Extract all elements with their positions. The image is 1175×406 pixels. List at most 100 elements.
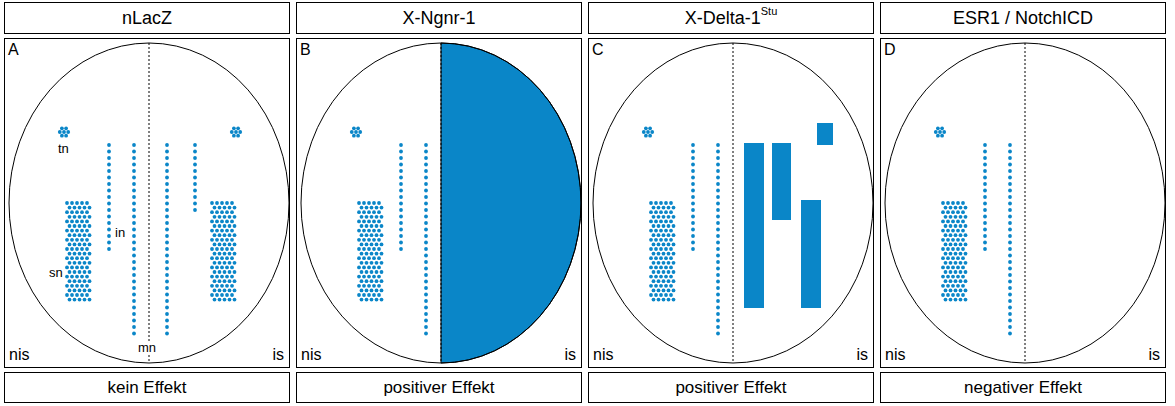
cell-dot — [659, 284, 663, 288]
header-box: X-Delta-1Stu — [588, 2, 874, 34]
cell-dot — [220, 238, 224, 242]
cell-dot — [716, 221, 720, 225]
expanded-domain — [817, 123, 833, 145]
cell-dot — [983, 215, 987, 219]
midline — [149, 43, 150, 363]
cell-dot — [132, 163, 136, 167]
cell-dot — [213, 270, 217, 274]
cell-dot — [107, 247, 111, 251]
cell-dot — [78, 252, 82, 256]
cell-dot — [78, 233, 82, 237]
cell-dot — [230, 238, 234, 242]
cell-dot — [107, 228, 111, 232]
cell-dot — [954, 298, 958, 302]
cell-dot — [370, 206, 374, 210]
cell-dot — [68, 215, 72, 219]
cell-dot — [70, 220, 74, 224]
cell-dot — [375, 224, 379, 228]
cell-dot — [946, 284, 950, 288]
header-box: nLacZ — [4, 2, 290, 34]
cell-dot — [424, 189, 428, 193]
cell-dot — [223, 224, 227, 228]
cell-dot — [983, 228, 987, 232]
cell-dot — [652, 206, 656, 210]
cell-dot — [716, 293, 720, 297]
cell-dot — [70, 284, 74, 288]
cell-dot — [424, 273, 428, 277]
cell-dot — [942, 130, 946, 134]
cell-dot — [951, 247, 955, 251]
cell-dot — [357, 210, 361, 214]
cell-dot — [946, 256, 950, 260]
cell-dot — [664, 220, 668, 224]
cell-dot — [669, 293, 673, 297]
cell-dot — [80, 284, 84, 288]
cell-dot — [377, 210, 381, 214]
cell-dot — [424, 280, 428, 284]
cell-dot — [78, 289, 82, 293]
cell-dot — [954, 289, 958, 293]
cell-dot — [367, 220, 371, 224]
cell-dot — [941, 229, 945, 233]
cell-dot — [954, 224, 958, 228]
cell-dot — [367, 266, 371, 270]
cell-dot — [233, 298, 237, 302]
panel-letter: D — [884, 42, 896, 58]
cell-dot — [132, 306, 136, 310]
cell-dot — [940, 126, 944, 130]
cell-dot — [424, 143, 428, 147]
cell-dot — [223, 215, 227, 219]
cell-dot — [215, 275, 219, 279]
cell-dot — [657, 298, 661, 302]
cell-dot — [716, 267, 720, 271]
cell-dot — [372, 238, 376, 242]
cell-dot — [107, 176, 111, 180]
cell-dot — [215, 293, 219, 297]
cell-dot — [399, 182, 403, 186]
cell-dot — [370, 270, 374, 274]
cell-dot — [424, 260, 428, 264]
cell-dot — [672, 224, 676, 228]
cell-dot — [954, 252, 958, 256]
cell-dot — [944, 261, 948, 265]
cell-dot — [983, 169, 987, 173]
cell-dot — [716, 319, 720, 323]
cell-dot — [75, 256, 79, 260]
midline — [1025, 43, 1026, 363]
cell-dot — [691, 234, 695, 238]
cell-dot — [961, 275, 965, 279]
cell-dot — [380, 270, 384, 274]
cell-dot — [75, 229, 79, 233]
cell-dot — [370, 224, 374, 228]
cell-dot — [961, 293, 965, 297]
cell-dot — [659, 220, 663, 224]
cell-dot — [230, 201, 234, 205]
cell-dot — [233, 224, 237, 228]
cell-dot — [218, 215, 222, 219]
cell-dot — [951, 201, 955, 205]
cell-dot — [165, 299, 169, 303]
cell-dot — [654, 284, 658, 288]
cell-dot — [70, 256, 74, 260]
cell-dot — [73, 261, 77, 265]
cell-dot — [362, 220, 366, 224]
cell-dot — [233, 243, 237, 247]
cell-dot — [983, 234, 987, 238]
cell-dot — [716, 156, 720, 160]
cell-dot — [691, 176, 695, 180]
cell-dot — [65, 238, 69, 242]
cell-dot — [644, 134, 648, 138]
cell-dot — [78, 243, 82, 247]
cell-dot — [375, 270, 379, 274]
cell-dot — [225, 210, 229, 214]
cell-dot — [652, 243, 656, 247]
cell-dot — [230, 256, 234, 260]
cell-dot — [954, 233, 958, 237]
cell-dot — [68, 224, 72, 228]
cell-dot — [220, 256, 224, 260]
cell-dot — [667, 215, 671, 219]
cell-dot — [132, 182, 136, 186]
cell-dot — [132, 273, 136, 277]
cell-dot — [65, 256, 69, 260]
cell-dot — [210, 256, 214, 260]
